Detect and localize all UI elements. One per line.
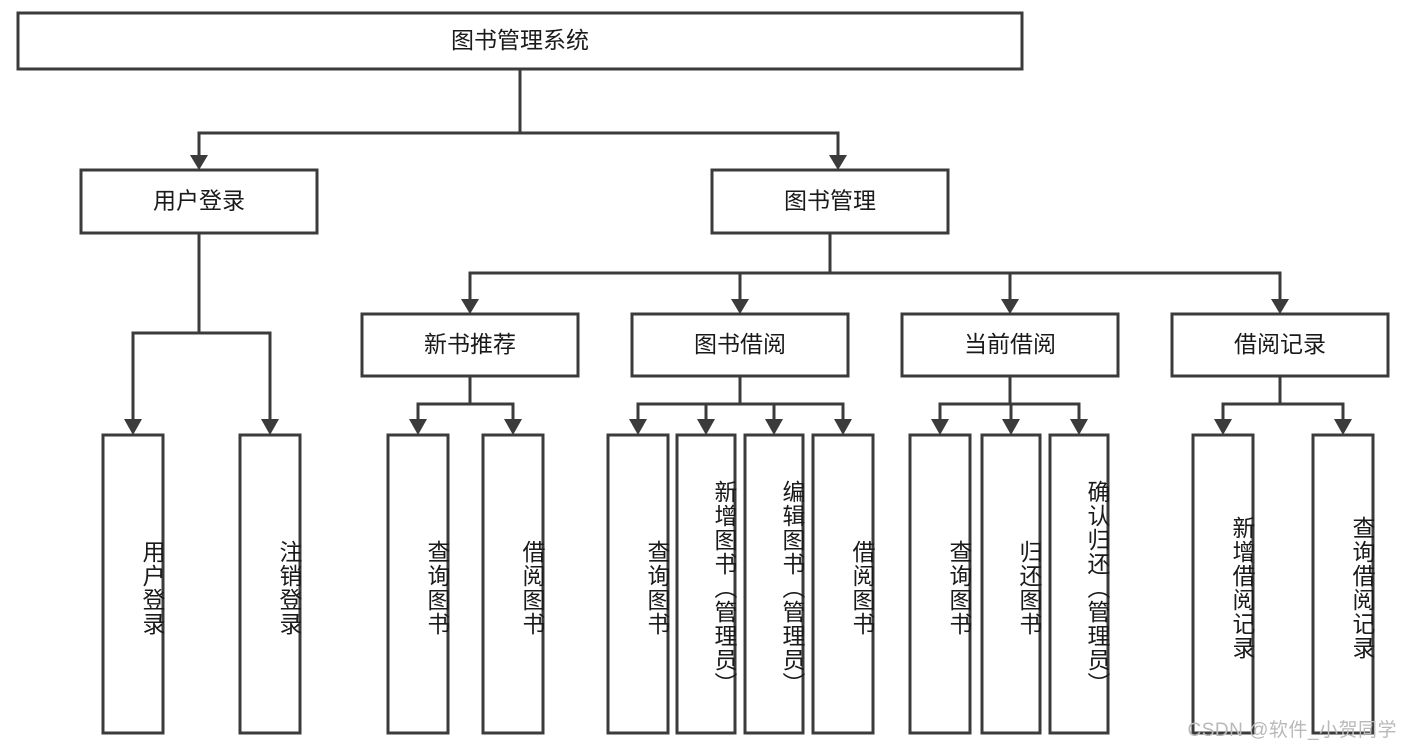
level3-node-label-3: 借阅记录: [1234, 331, 1326, 357]
level3-node-box-3[interactable]: [1170, 312, 1390, 378]
leaf-node-box-11[interactable]: [1191, 433, 1255, 735]
arrowhead-to-book-manage: [829, 155, 847, 170]
connectors-new-book-rec-to-leaves: [409, 374, 522, 435]
level2-node-box-0[interactable]: [79, 168, 319, 235]
level2-node-box-1[interactable]: [710, 168, 950, 235]
arrowhead-leaf-logout: [261, 419, 279, 435]
level3-node-label-2: 当前借阅: [964, 331, 1056, 357]
arrowhead-to-current-borrow: [1001, 299, 1019, 314]
leaf-node-box-8[interactable]: [908, 433, 972, 735]
connectors-book-manage-to-level3: [461, 231, 1289, 314]
leaf-node-box-3[interactable]: [481, 433, 545, 735]
arrowhead-to-new-book-rec: [461, 299, 479, 314]
connectors-book-borrow-to-leaves: [629, 374, 852, 435]
node-label-root: 图书管理系统: [451, 27, 589, 53]
connector-book-borrow-bus: [636, 374, 845, 422]
level3-node-box-2[interactable]: [900, 312, 1120, 378]
leaf-node-box-7[interactable]: [811, 433, 875, 735]
leaf-node-box-10[interactable]: [1048, 433, 1110, 735]
arrowhead-leaf-add-book: [697, 419, 715, 435]
level3-node-box-0[interactable]: [360, 312, 580, 378]
leaf-node-box-2[interactable]: [386, 433, 450, 735]
watermark: CSDN @软件_小贺同学: [1187, 720, 1397, 741]
connector-borrow-record-bus: [1221, 374, 1345, 422]
leaf-node-box-5[interactable]: [675, 433, 737, 735]
level3-node-label-1: 图书借阅: [694, 331, 786, 357]
leaf-node-box-4[interactable]: [606, 433, 670, 735]
arrowhead-leaf-query-book-2: [629, 419, 647, 435]
arrowhead-leaf-query-book-3: [931, 419, 949, 435]
arrowhead-to-book-borrow: [731, 299, 749, 314]
arrowhead-leaf-add-record: [1214, 419, 1232, 435]
arrowhead-leaf-return-book: [1002, 419, 1020, 435]
level3-node-label-0: 新书推荐: [424, 331, 516, 357]
connectors-current-borrow-to-leaves: [931, 374, 1088, 435]
leaf-node-box-1[interactable]: [238, 433, 302, 735]
arrowhead-leaf-edit-book: [765, 419, 783, 435]
level2-node-label-1: 图书管理: [784, 188, 876, 214]
level2-node-label-0: 用户登录: [153, 188, 245, 214]
arrowhead-leaf-query-book-1: [409, 419, 427, 435]
level3-nodes: 新书推荐 图书借阅 当前借阅 借阅记录: [360, 312, 1390, 378]
connector-new-book-rec-bus: [416, 374, 515, 422]
leaf-node-box-12[interactable]: [1311, 433, 1375, 735]
connectors-borrow-record-to-leaves: [1214, 374, 1352, 435]
arrowhead-leaf-query-record: [1334, 419, 1352, 435]
connector-user-login-bus: [131, 231, 272, 422]
connector-root-bus: [197, 67, 840, 158]
leaf-nodes: [101, 433, 1375, 735]
node-box-root[interactable]: [16, 11, 1024, 71]
connector-current-borrow-bus: [938, 374, 1081, 422]
arrowhead-leaf-borrow-book-1: [504, 419, 522, 435]
arrowhead-leaf-confirm-return: [1070, 419, 1088, 435]
leaf-node-box-0[interactable]: [101, 433, 165, 735]
level2-nodes: 用户登录 图书管理: [79, 168, 950, 235]
leaf-node-box-9[interactable]: [980, 433, 1042, 735]
arrowhead-to-borrow-record: [1271, 299, 1289, 314]
arrowhead-leaf-user-login: [124, 419, 142, 435]
arrowhead-leaf-borrow-book-2: [834, 419, 852, 435]
connectors-root-to-level2: [190, 67, 847, 170]
level3-node-box-1[interactable]: [630, 312, 850, 378]
leaf-node-box-6[interactable]: [743, 433, 805, 735]
connectors-user-login-to-leaves: [124, 231, 279, 435]
connector-book-manage-bus: [468, 231, 1282, 302]
arrowhead-to-user-login: [190, 155, 208, 170]
